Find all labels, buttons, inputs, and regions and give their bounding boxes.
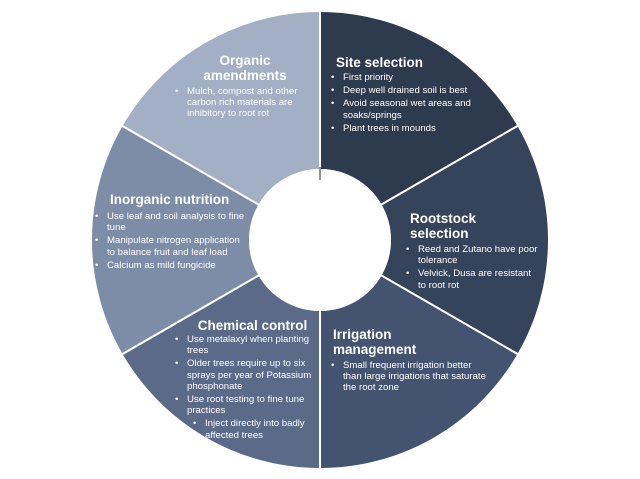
segment-bullets-rootstock: Reed and Zutano have poor toleranceVelvi…: [406, 244, 541, 293]
bullet-item: Small frequent irrigation better than la…: [331, 360, 486, 394]
bullet-item: Plant trees in mounds: [331, 123, 491, 134]
bullet-item: First priority: [331, 72, 491, 83]
bullet-item: Inject directly into badly affected tree…: [193, 418, 325, 440]
bullet-item: Calcium as mild fungicide: [95, 260, 245, 271]
segment-title-chemical: Chemical control: [175, 318, 330, 333]
segment-title-line: Rootstock: [410, 211, 477, 226]
bullet-item: Avoid seasonal wet areas and soaks/sprin…: [331, 98, 491, 120]
segment-title-inorganic: Inorganic nutrition: [110, 192, 260, 207]
segment-title-line: management: [333, 342, 417, 357]
segment-bullets-chemical: Use metalaxyl when planting treesOlder t…: [175, 334, 325, 443]
segment-title-line: Chemical control: [197, 318, 308, 333]
segment-bullets-organic: Mulch, compost and other carbon rich mat…: [175, 86, 325, 122]
bullet-item: Deep well drained soil is best: [331, 85, 491, 96]
bullet-item: Use leaf and soil analysis to fine tune: [95, 211, 245, 233]
bullet-item: Manipulate nitrogen application to balan…: [95, 235, 245, 257]
bullet-item: Older trees require up to six sprays per…: [175, 358, 325, 392]
bullet-item: Mulch, compost and other carbon rich mat…: [175, 86, 325, 120]
segment-bullets-site: First priorityDeep well drained soil is …: [331, 72, 491, 136]
segment-title-line: selection: [410, 226, 469, 241]
segment-title-line: Site selection: [336, 55, 424, 70]
segment-title-line: amendments: [203, 68, 287, 83]
bullet-item: Use metalaxyl when planting trees: [175, 334, 325, 356]
segment-title-line: Inorganic nutrition: [110, 192, 230, 207]
segment-title-line: Organic: [219, 53, 271, 68]
segment-title-site: Site selection: [336, 55, 486, 70]
bullet-item: Reed and Zutano have poor tolerance: [406, 244, 541, 266]
segment-title-line: Irrigation: [333, 327, 392, 342]
bullet-item: Velvick, Dusa are resistant to root rot: [406, 268, 541, 290]
segment-bullets-inorganic: Use leaf and soil analysis to fine tuneM…: [95, 211, 245, 273]
segment-bullets-irrigation: Small frequent irrigation better than la…: [331, 360, 486, 396]
bullet-item: Use root testing to fine tune practices: [175, 394, 325, 416]
center-hole: [249, 169, 391, 311]
